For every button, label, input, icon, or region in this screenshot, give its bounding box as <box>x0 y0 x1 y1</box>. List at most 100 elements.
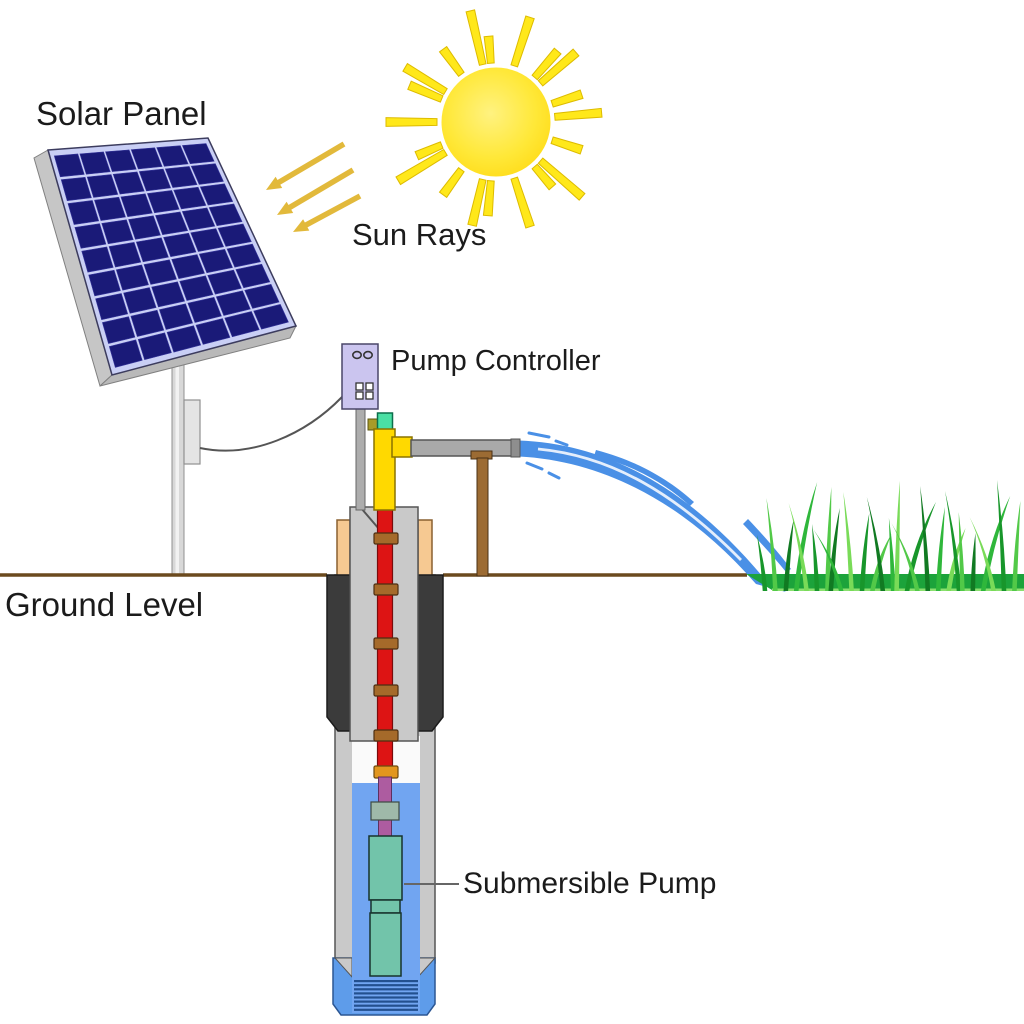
panel-cell <box>138 168 172 192</box>
panel-cell <box>253 304 289 330</box>
cap-notch <box>360 507 380 530</box>
panel-cell <box>128 215 161 240</box>
sun-ray <box>550 89 584 108</box>
sun-rays-label: Sun Rays <box>352 217 487 252</box>
sun-ray <box>385 117 438 127</box>
panel-cell <box>108 242 142 268</box>
panel-cell <box>108 339 143 368</box>
grass-blade <box>945 491 962 591</box>
surface-assembly <box>355 407 521 577</box>
grass-blade <box>935 507 945 591</box>
panel-cell <box>187 296 222 323</box>
panel-cell <box>86 174 119 198</box>
grass <box>746 480 1024 591</box>
controller-terminal-icon <box>365 382 374 391</box>
panel-cell <box>115 264 149 291</box>
submersible-pump-label: Submersible Pump <box>463 867 717 900</box>
grass-blade <box>783 519 794 591</box>
panel-cell <box>198 249 233 274</box>
grass-blade <box>859 513 870 591</box>
screen-slot <box>354 984 418 987</box>
panel-cell <box>195 318 231 345</box>
panel-cell <box>105 149 137 172</box>
panel-cell <box>224 311 260 338</box>
panel-cell <box>190 228 225 252</box>
solar-panel <box>33 137 298 387</box>
panel-cell <box>67 200 100 225</box>
panel-cell <box>123 287 157 314</box>
panel-cell <box>217 223 252 247</box>
sun-ray <box>531 47 562 81</box>
controller-terminal-icon <box>355 391 364 400</box>
grass-blade <box>793 482 818 591</box>
pump-motor-section <box>369 912 402 977</box>
panel-cell <box>207 269 242 295</box>
pump-upper-section <box>368 835 403 901</box>
panel-cell <box>120 193 153 218</box>
pole-highlight <box>175 360 179 576</box>
panel-cell <box>199 183 234 206</box>
grass-blade <box>958 512 965 591</box>
screen-slot <box>354 1008 418 1011</box>
sun-ray-arrow-shaft <box>302 193 362 229</box>
pipe-coupling <box>373 684 399 697</box>
pump-controller-label: Pump Controller <box>391 345 601 377</box>
splash-drop <box>527 431 551 439</box>
sun-ray <box>438 45 465 77</box>
junction-box <box>183 399 201 465</box>
screen-slot <box>354 980 418 983</box>
screen-slot <box>354 1000 418 1003</box>
panel-cell <box>164 166 198 188</box>
stream-highlight <box>537 447 742 561</box>
panel-cell <box>155 211 189 236</box>
sun-ray-arrow-shaft <box>274 141 346 187</box>
panel-cell <box>190 163 224 185</box>
panel-cell <box>173 186 207 210</box>
grass-blade <box>969 517 996 591</box>
panel-cell <box>208 203 243 227</box>
sun-ray <box>483 35 495 65</box>
panel-cell <box>60 176 92 202</box>
controller-vent-icon <box>362 350 373 360</box>
splash-drop <box>525 461 544 471</box>
sun-ray <box>402 62 448 96</box>
sun-icon <box>385 9 603 229</box>
panel-cell <box>244 283 280 309</box>
pipe-coupling-gray <box>370 801 400 821</box>
panel-cell <box>215 290 251 316</box>
sun-rays-arrows <box>266 141 362 232</box>
riser-pipe <box>373 428 396 511</box>
sun-ray <box>465 9 487 66</box>
grass-blade <box>788 503 809 591</box>
panel-cell <box>130 309 165 337</box>
stream-sliver <box>594 450 694 506</box>
solar-panel-label: Solar Panel <box>36 95 207 132</box>
pipe-coupling <box>373 729 399 742</box>
panel-cell <box>166 325 202 353</box>
sun-ray <box>510 15 535 68</box>
panel-cell <box>102 316 136 344</box>
pump-controller-box <box>341 343 379 410</box>
panel-cell <box>81 246 114 273</box>
outlet-water-stream <box>519 431 791 592</box>
panel-cell <box>235 263 271 289</box>
panel-cell <box>181 207 216 231</box>
cable-conduit <box>355 407 366 511</box>
panel-cell <box>181 143 215 165</box>
grass-blade <box>866 497 886 591</box>
sun-ray <box>395 148 448 186</box>
sun-ray-arrowhead <box>293 219 310 232</box>
screen-slot <box>354 1004 418 1007</box>
panel-cell <box>159 303 193 330</box>
pipe-stand <box>476 457 489 577</box>
grass-blade <box>828 508 840 591</box>
pipe-coupling <box>373 583 399 596</box>
grass-blade <box>920 486 931 591</box>
grass-blade <box>757 535 768 591</box>
stream-sliver <box>743 519 791 572</box>
grass-blade <box>813 529 844 591</box>
sun-ray <box>537 157 586 201</box>
sun-ray <box>414 141 444 161</box>
